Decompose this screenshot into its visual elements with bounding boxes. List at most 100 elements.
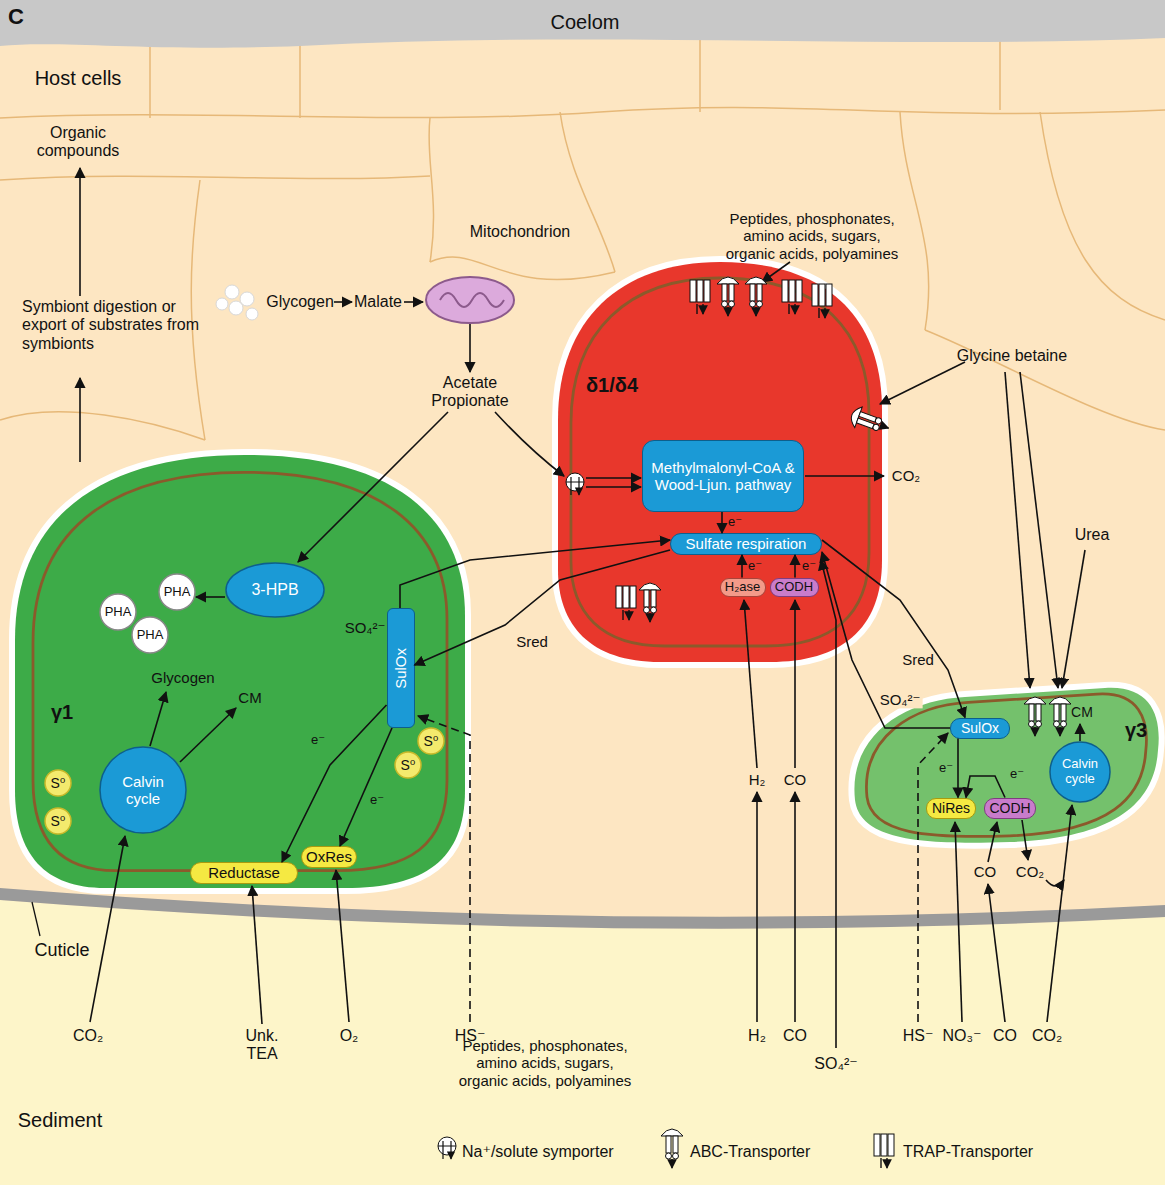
drawing-part: [762, 262, 790, 282]
label-text: Glycogen: [266, 293, 334, 311]
shape-outline: [1050, 742, 1110, 802]
drawing-part: [874, 1134, 894, 1168]
drawing-part: [0, 0, 1165, 950]
drawing-part: [246, 308, 258, 320]
drawing-part: [191, 180, 205, 440]
enzyme-box: CODH: [770, 578, 819, 597]
enzyme-box: SulOx: [387, 608, 415, 728]
shape-outline: [45, 770, 71, 796]
connector: [794, 555, 796, 578]
node-text: S⁰: [51, 813, 66, 829]
shape-outline: [159, 574, 195, 610]
label-text: CO₂: [1016, 863, 1044, 880]
node-text: Calvin cycle: [1058, 757, 1103, 787]
drawing-part: [418, 716, 470, 1022]
connector: [822, 552, 950, 728]
drawing-part: [216, 298, 228, 310]
organelle-outline: [425, 276, 515, 324]
cell-membrane: [571, 278, 869, 646]
drawing-part: [756, 792, 758, 1022]
drawing-part: [1079, 724, 1081, 741]
enzyme-box: NiRes: [926, 798, 976, 819]
edge-label: e⁻: [748, 559, 762, 574]
enzyme-box: SulOx: [950, 718, 1010, 739]
sulfur-globule: S⁰: [44, 769, 72, 797]
drawing-part: [334, 301, 352, 303]
vacuole-space: [558, 262, 882, 662]
drawing-part: [690, 280, 710, 314]
symbiont-cell: δ1/δ4Methylmalonyl-CoA & Wood-Ljun. path…: [558, 262, 882, 662]
cell-body: [558, 262, 882, 662]
pathway-circle: Calvin cycle: [1049, 741, 1111, 803]
node-text: S⁰: [51, 775, 66, 791]
edge-label: e⁻: [939, 761, 953, 776]
drawing-part: [252, 886, 262, 1024]
drawing-part: [1046, 880, 1064, 886]
edge-label: e⁻: [311, 733, 325, 748]
granule: PHA: [99, 593, 137, 631]
label-text: CO: [974, 863, 997, 880]
node-text: γ1: [51, 701, 73, 724]
node-text: Reductase: [208, 864, 280, 881]
node-text: S⁰: [424, 733, 439, 749]
drawing-part: [1047, 805, 1072, 1022]
drawing-part: [988, 884, 1005, 1022]
label-text: Malate: [354, 293, 402, 311]
node-text: δ1/δ4: [586, 374, 638, 397]
drawing-part: [616, 586, 636, 620]
drawing-part: [225, 285, 239, 299]
label-text: SO₄²⁻: [814, 1055, 857, 1073]
label-text: CO: [784, 771, 807, 788]
drawing-part: [150, 692, 166, 746]
label-text: Glycogen: [151, 669, 214, 686]
label-text: CO: [993, 1027, 1017, 1045]
drawing-part: [744, 600, 757, 768]
drawing-part: [560, 112, 615, 272]
pathway-box: Methylmalonyl-CoA & Wood-Ljun. pathway: [642, 440, 804, 512]
shape-outline: [132, 617, 168, 653]
label-text: Peptides, phosphonates, amino acids, sug…: [720, 210, 905, 262]
drawing-part: [988, 822, 997, 862]
sulfur-globule: S⁰: [394, 751, 422, 779]
node-text: CODH: [775, 580, 813, 595]
label-text: CM: [238, 689, 261, 706]
pathway-box: Sulfate respiration: [670, 533, 822, 555]
drawing-part: [1024, 697, 1046, 736]
drawing-part: [1040, 112, 1165, 320]
shape-outline: [45, 808, 71, 834]
shape-outline: [226, 563, 324, 617]
vacuole-space: [15, 455, 465, 888]
connector: [196, 596, 225, 598]
drawing-part: [880, 362, 965, 404]
connector: [415, 550, 671, 665]
drawing-part: [0, 107, 1165, 118]
legend-text: Na⁺/solute symporter: [462, 1143, 614, 1161]
cell-membrane: [866, 694, 1146, 837]
drawing-part: [812, 284, 832, 318]
drawing-part: [639, 583, 661, 622]
drawing-part: [469, 324, 471, 372]
drawing-part: [821, 560, 836, 1048]
granule: PHA: [131, 616, 169, 654]
drawing-part: [1049, 697, 1071, 736]
label-text: Peptides, phosphonates, amino acids, sug…: [453, 1037, 638, 1089]
drawing-part: [900, 112, 929, 330]
drawing-part: [90, 836, 125, 1022]
drawing-part: [495, 412, 564, 476]
shape-outline: [426, 277, 514, 323]
sulfur-globule: S⁰: [417, 727, 445, 755]
enzyme-box: H₂ase: [720, 578, 766, 597]
shape-outline: [395, 752, 421, 778]
node-text: SulOx: [961, 720, 999, 736]
edge-label: SO₄²⁻: [345, 619, 386, 636]
node-text: PHA: [137, 628, 164, 643]
edge-label: Sred: [902, 651, 934, 668]
mitochondrion: Mitochondrion: [425, 276, 515, 324]
drawing-part: [794, 600, 796, 768]
edge-label: e⁻: [370, 793, 384, 808]
node-text: γ3: [1125, 719, 1147, 742]
label-text: O₂: [340, 1027, 359, 1045]
drawing-part: [805, 475, 884, 477]
label-text: CO₂: [73, 1027, 103, 1045]
node-text: CODH: [989, 800, 1030, 816]
